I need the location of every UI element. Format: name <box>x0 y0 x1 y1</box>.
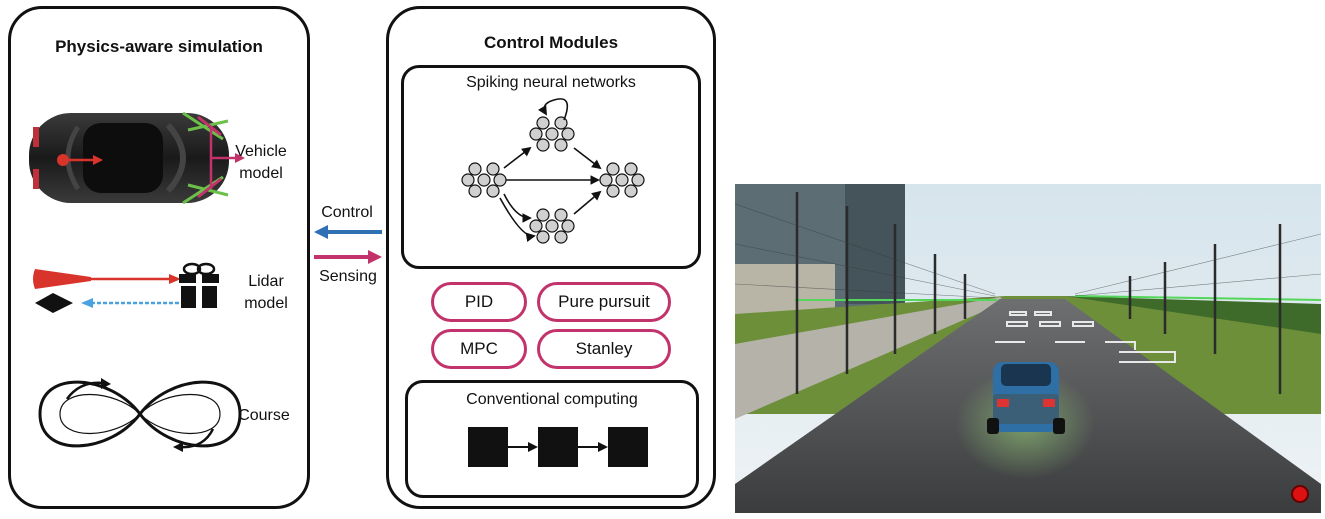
snn-neuron <box>606 184 620 198</box>
car-top-view-icon <box>29 111 245 205</box>
snn-neuron <box>554 208 568 222</box>
snn-connection <box>503 146 532 169</box>
conventional-computing-title: Conventional computing <box>466 391 638 408</box>
snn-neuron <box>536 138 550 152</box>
simulator-scene <box>735 184 1321 513</box>
snn-neuron <box>631 173 645 187</box>
snn-neuron <box>461 173 475 187</box>
snn-box: Spiking neural networks <box>401 65 701 269</box>
snn-neuron <box>624 184 638 198</box>
snn-neuron <box>554 138 568 152</box>
lidar-diagram <box>33 269 181 313</box>
control-arrow-label: Control <box>321 204 373 221</box>
snn-connection <box>573 190 602 215</box>
control-arrow <box>314 225 382 239</box>
vehicle-model-label: Vehicle model <box>231 141 291 185</box>
snn-neuron <box>545 127 559 141</box>
snn-neuron <box>529 127 543 141</box>
conventional-computing-box: Conventional computing <box>405 380 699 498</box>
pure-pursuit-button: Pure pursuit <box>537 282 671 322</box>
control-modules-title: Control Modules <box>483 33 619 52</box>
simulator-screenshot <box>735 184 1321 513</box>
snn-neuron <box>615 173 629 187</box>
snn-network-diagram <box>461 98 645 244</box>
snn-neuron <box>468 184 482 198</box>
vehicle-label-line1: Vehicle <box>235 143 287 160</box>
snn-neuron <box>599 173 613 187</box>
snn-neuron <box>554 230 568 244</box>
snn-neuron <box>606 162 620 176</box>
snn-neuron <box>529 219 543 233</box>
snn-recurrent-connection <box>537 98 569 121</box>
snn-neuron <box>486 184 500 198</box>
pipeline-diagram <box>468 427 648 467</box>
gift-box-icon <box>179 262 219 308</box>
stanley-button: Stanley <box>537 329 671 369</box>
lidar-label-line2: model <box>244 295 288 312</box>
snn-neuron <box>545 219 559 233</box>
physics-simulation-panel: Physics-aware simulation Vehicle model <box>8 6 310 509</box>
snn-neuron <box>536 230 550 244</box>
snn-neuron <box>486 162 500 176</box>
snn-connection <box>499 197 536 242</box>
snn-title: Spiking neural networks <box>466 74 636 91</box>
course-label: Course <box>238 407 290 424</box>
vehicle-label-line2: model <box>239 165 283 182</box>
snn-neuron <box>493 173 507 187</box>
snn-neuron <box>624 162 638 176</box>
mpc-button: MPC <box>431 329 527 369</box>
control-modules-panel: Control Modules Spiking neural networks … <box>386 6 716 509</box>
snn-neuron <box>561 219 575 233</box>
snn-neuron <box>477 173 491 187</box>
snn-neuron <box>561 127 575 141</box>
snn-neuron <box>536 208 550 222</box>
lidar-label-line1: Lidar <box>248 273 284 290</box>
infinity-course-icon <box>38 378 242 452</box>
physics-simulation-title: Physics-aware simulation <box>55 37 263 56</box>
sensing-arrow <box>314 250 382 264</box>
pid-button: PID <box>431 282 527 322</box>
sensing-arrow-label: Sensing <box>319 268 377 285</box>
snn-connection <box>573 147 602 170</box>
snn-neuron <box>468 162 482 176</box>
lidar-model-label: Lidar model <box>241 271 291 315</box>
snn-neuron <box>536 116 550 130</box>
snn-connection <box>503 193 532 223</box>
